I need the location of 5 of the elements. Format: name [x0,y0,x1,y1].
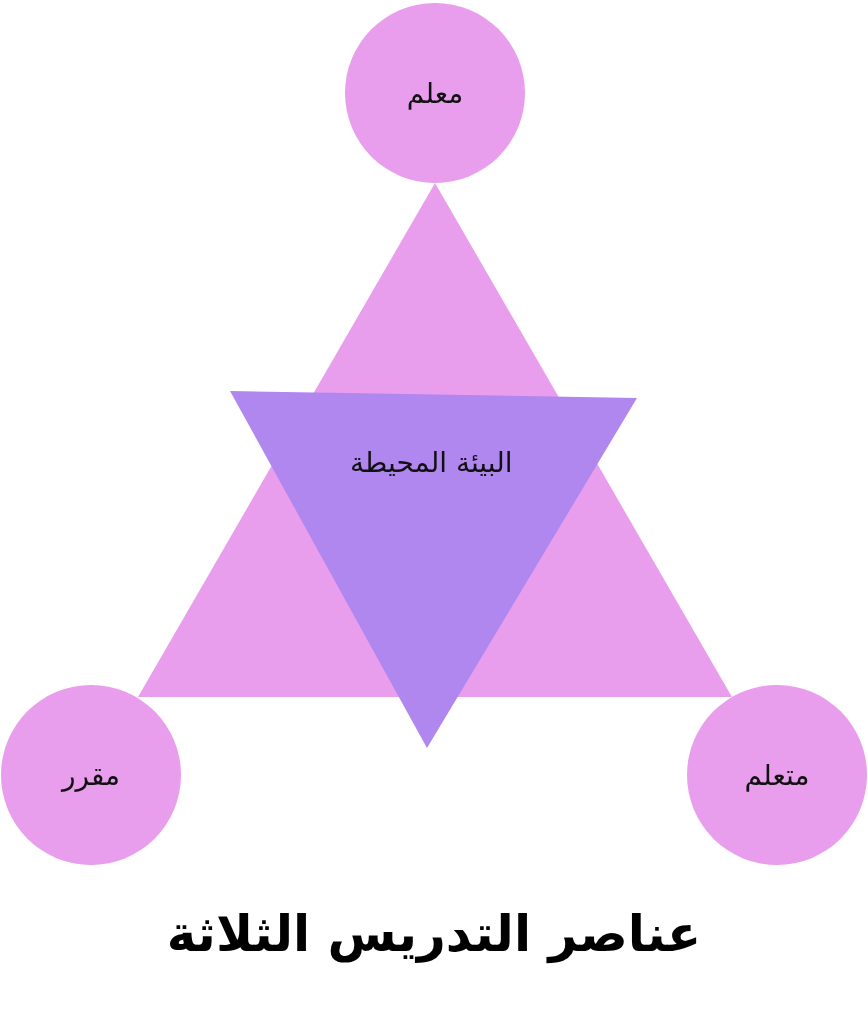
node-label: معلم [406,76,464,110]
node-label: متعلم [744,758,810,792]
diagram-title: عناصر التدريس الثلاثة [165,905,703,963]
node-label: البيئة المحيطة [350,446,513,479]
node-label: مقرر [61,758,121,792]
